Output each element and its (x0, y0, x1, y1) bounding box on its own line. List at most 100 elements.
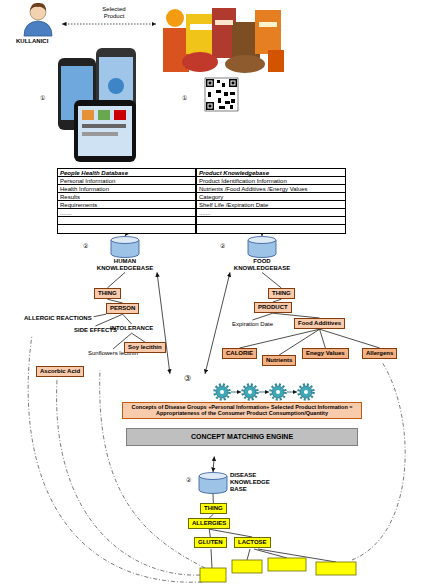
connector (262, 234, 263, 236)
database-table: People Health DatabasePersonal Informati… (57, 168, 196, 234)
subcategory-boxes (200, 549, 356, 582)
table-row (58, 225, 195, 233)
connector (262, 272, 281, 288)
leader-lines (28, 335, 405, 582)
food-products-picture (163, 8, 284, 73)
connector (125, 234, 127, 236)
connector (213, 456, 214, 472)
connector (213, 494, 214, 503)
concept-box: THING (200, 503, 227, 514)
table-cell: Results (58, 193, 195, 201)
database-name: HUMAN KNOWLEDGEBASE (93, 258, 157, 272)
node-text: PERSON (110, 305, 135, 312)
callout-number: ② (186, 476, 191, 483)
table-cell: Product Knowledgebase (197, 169, 345, 177)
node-text: Soy lecithin (128, 344, 162, 351)
table-cell: ....... (197, 209, 345, 217)
table-row (197, 217, 345, 225)
table-cell: Health Information (58, 185, 195, 193)
selection-arrow (62, 24, 156, 25)
concept-text: Expiration Date (230, 320, 275, 329)
connector (132, 333, 145, 342)
table-cell: Requirements (58, 201, 195, 209)
concept-box: THING (94, 288, 121, 299)
connector (240, 329, 320, 348)
user-icon (24, 3, 52, 36)
node-text: INTOLERANCE (110, 325, 153, 332)
concept-box: Soy lecithin (124, 342, 166, 353)
table-cell: Nutrients /Food Additives /Energy Values (197, 185, 345, 193)
connector (123, 314, 132, 324)
database-table: Product KnowledgebaseProduct Identificat… (196, 168, 346, 234)
concept-text: ALLERGIC REACTIONS (22, 314, 94, 323)
formula-band: Concepts of Disease Groups +Personal Inf… (122, 402, 362, 419)
callout-number: ② (83, 242, 88, 249)
database-cylinder: HUMAN KNOWLEDGEBASE (93, 236, 157, 272)
node-text: THING (98, 290, 117, 297)
connector (209, 529, 252, 537)
node-text: Nutrients (266, 357, 292, 364)
concept-box: CALORIE (222, 348, 257, 359)
callout-number: ① (40, 94, 45, 101)
node-text: ALLERGIC REACTIONS (24, 315, 92, 322)
callout-number: ② (220, 242, 225, 249)
engine-cloud: ③ Concepts of Disease Groups +Personal In… (88, 370, 396, 466)
node-text: THING (204, 505, 223, 512)
concept-box: PRODUCT (254, 302, 292, 313)
connector (107, 272, 125, 288)
table-cell: Product Identification Information (197, 177, 345, 185)
connector (320, 329, 380, 348)
node-text: CONCEPT MATCHING ENGINE (191, 433, 293, 441)
node-text: Enegy Values (306, 350, 345, 357)
concept-box: Allergens (362, 348, 397, 359)
node-text: Expiration Date (232, 321, 273, 328)
concept-box: LACTOSE (234, 537, 271, 548)
concept-box: Enegy Values (302, 348, 349, 359)
database-name: FOOD KNOWLEDGEBASE (230, 258, 294, 272)
table-row (197, 225, 345, 233)
node-text: PRODUCT (258, 304, 288, 311)
node-text: LACTOSE (238, 539, 267, 546)
table-cell: People Health Database (58, 169, 195, 177)
table-cell: Personal Information (58, 177, 195, 185)
database-cylinder: DISEASE KNOWLEDGE BASE (198, 472, 276, 494)
connector (253, 313, 273, 320)
arrow-label: Selected Product (96, 6, 132, 20)
concept-box: GLUTEN (194, 537, 227, 548)
concept-box: Nutrients (262, 355, 296, 366)
callout-number: ① (182, 94, 187, 101)
gear-icons (215, 385, 314, 400)
node-text: Ascorbic Acid (40, 368, 80, 375)
phones-picture (58, 48, 136, 162)
node-text: ALLERGIES (192, 520, 226, 527)
concept-box: ALLERGIES (188, 518, 230, 529)
cylinder-shape (110, 236, 140, 258)
connector (209, 529, 210, 537)
node-text: GLUTEN (198, 539, 223, 546)
concept-text: INTOLERANCE (108, 324, 155, 333)
cylinder-shape (198, 472, 228, 494)
node-text: THING (272, 290, 291, 297)
concept-box: PERSON (106, 303, 139, 314)
engine-box: CONCEPT MATCHING ENGINE (126, 428, 358, 446)
database-name: DISEASE KNOWLEDGE BASE (230, 472, 276, 494)
concept-box: Ascorbic Acid (36, 366, 84, 377)
connector (96, 314, 123, 326)
database-cylinder: FOOD KNOWLEDGEBASE (230, 236, 294, 272)
node-text: Allergens (366, 350, 393, 357)
node-text: CALORIE (226, 350, 253, 357)
cylinder-shape (247, 236, 277, 258)
qr-code (205, 78, 238, 111)
table-cell: ....... (58, 209, 195, 217)
node-text: Food Additives (298, 320, 341, 327)
table-cell: Shelf Life /Expiration Date (197, 201, 345, 209)
callout-number: ③ (184, 375, 396, 383)
concept-box: THING (268, 288, 295, 299)
connector (94, 314, 106, 317)
table-row (58, 217, 195, 225)
node-text: Concepts of Disease Groups +Personal Inf… (126, 404, 358, 417)
user-label: KULLANICI (16, 38, 48, 45)
table-cell: Category (197, 193, 345, 201)
